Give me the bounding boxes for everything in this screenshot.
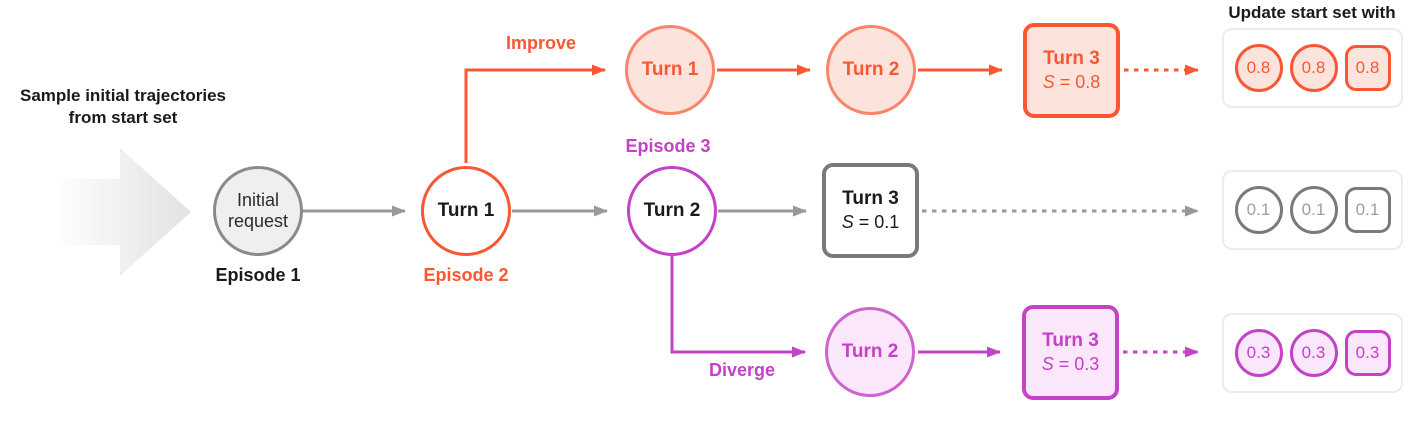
scorebox-score: S = 0.1 <box>842 211 900 234</box>
start-set-item: 0.3 <box>1289 329 1338 377</box>
score-value: = 0.8 <box>1054 72 1101 93</box>
scorebox-baseline-turn3: Turn 3 S = 0.1 <box>822 163 919 258</box>
episode-2-label: Episode 2 <box>423 265 509 285</box>
sample-note: Sample initial trajectories from start s… <box>20 86 226 128</box>
start-set-baseline: 0.1 0.1 0.1 <box>1222 170 1403 250</box>
start-set-item: 0.8 <box>1344 45 1391 91</box>
start-set-item: 0.1 <box>1344 187 1391 233</box>
start-set-improve: 0.8 0.8 0.8 <box>1222 28 1403 108</box>
start-set-item: 0.3 <box>1234 329 1283 377</box>
scorebox-score: S = 0.3 <box>1042 353 1100 376</box>
diverge-label: Diverge <box>708 360 776 380</box>
scorebox-improve-turn3: Turn 3 S = 0.8 <box>1023 23 1120 118</box>
node-episode3-turn2: Turn 2 <box>627 166 717 256</box>
node-label: Turn 1 <box>437 199 495 221</box>
start-set-item: 0.1 <box>1234 186 1283 234</box>
score-variable: S <box>841 212 854 233</box>
start-set-item: 0.1 <box>1289 186 1338 234</box>
node-initial-request: Initial request <box>213 166 303 256</box>
scorebox-diverge-turn3: Turn 3 S = 0.3 <box>1022 305 1119 400</box>
scorebox-score: S = 0.8 <box>1043 71 1101 94</box>
improve-label: Improve <box>505 33 577 53</box>
node-improve-turn1: Turn 1 <box>625 25 715 115</box>
score-variable: S <box>1041 354 1054 375</box>
node-label: Initial request <box>227 189 289 231</box>
scorebox-title: Turn 3 <box>1042 330 1099 352</box>
update-start-set-title: Update start set with <box>1228 3 1396 22</box>
scorebox-title: Turn 3 <box>842 188 899 210</box>
score-value: = 0.1 <box>853 212 900 233</box>
node-label: Turn 1 <box>641 58 699 80</box>
start-set-item: 0.8 <box>1289 44 1338 92</box>
node-episode2-turn1: Turn 1 <box>421 166 511 256</box>
node-improve-turn2: Turn 2 <box>826 25 916 115</box>
node-label: Turn 2 <box>643 199 701 221</box>
score-value: = 0.3 <box>1053 354 1100 375</box>
start-set-diverge: 0.3 0.3 0.3 <box>1222 313 1403 393</box>
node-diverge-turn2: Turn 2 <box>825 307 915 397</box>
start-set-item: 0.3 <box>1344 330 1391 376</box>
sample-arrow-icon <box>62 148 191 276</box>
episode-1-label: Episode 1 <box>215 265 301 285</box>
node-label: Turn 2 <box>841 340 899 362</box>
start-set-item: 0.8 <box>1234 44 1283 92</box>
score-variable: S <box>1042 72 1055 93</box>
scorebox-title: Turn 3 <box>1043 48 1100 70</box>
episode-3-label: Episode 3 <box>625 136 711 156</box>
node-label: Turn 2 <box>842 58 900 80</box>
